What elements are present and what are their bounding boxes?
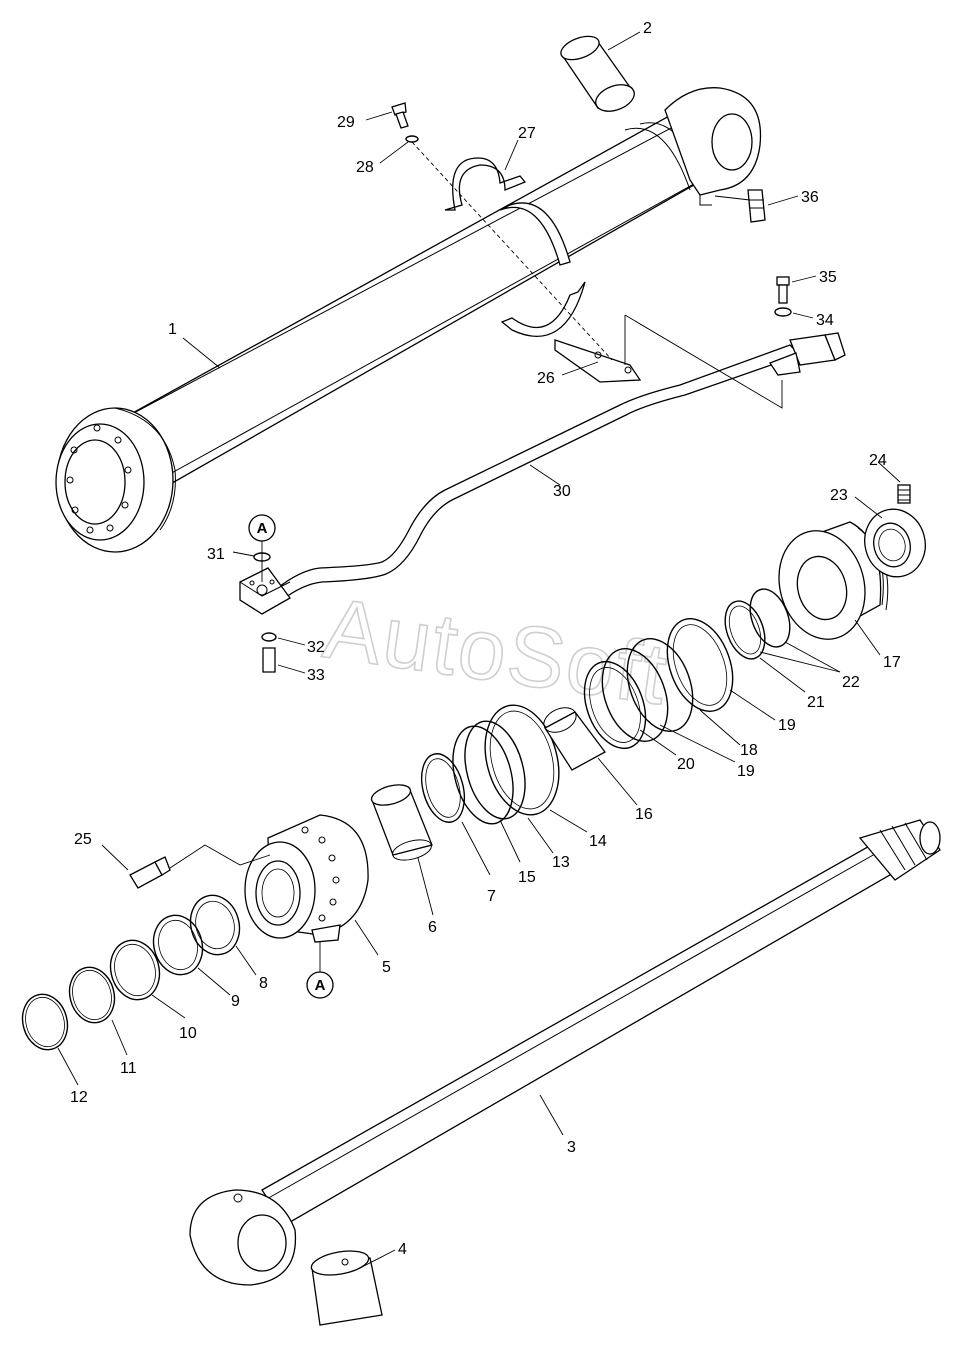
callout-4: 4 <box>398 1241 407 1258</box>
piston-seals <box>583 588 791 750</box>
callout-35: 35 <box>819 269 837 286</box>
callout-17: 17 <box>883 654 901 671</box>
callout-19a: 19 <box>778 717 796 734</box>
callout-33: 33 <box>307 667 325 684</box>
callout-1: 1 <box>168 321 177 338</box>
clamp-strap <box>444 157 527 211</box>
callout-6: 6 <box>428 919 437 936</box>
bolt-25 <box>129 856 171 889</box>
seal-rings-left <box>21 894 241 1051</box>
clamp-bracket <box>500 281 642 383</box>
reference-marker-bottom: A <box>306 971 334 999</box>
bushing-top <box>560 35 635 112</box>
callout-36: 36 <box>801 189 819 206</box>
callout-23: 23 <box>830 487 848 504</box>
hydraulic-pipe <box>274 332 846 601</box>
callout-11: 11 <box>120 1060 137 1077</box>
watermark-text: AutoSoft <box>318 580 674 723</box>
callout-5: 5 <box>382 959 391 976</box>
piston <box>778 521 889 640</box>
callout-30: 30 <box>553 483 571 500</box>
seal-rings-middle <box>420 704 560 825</box>
callout-28: 28 <box>356 159 374 176</box>
callout-34: 34 <box>816 312 834 329</box>
callout-8: 8 <box>259 975 268 992</box>
callout-31: 31 <box>207 546 225 563</box>
callout-24: 24 <box>869 452 887 469</box>
piston-rod <box>189 819 941 1286</box>
bolt-35 <box>776 276 790 304</box>
sleeve-6 <box>370 784 433 861</box>
callout-25: 25 <box>74 831 92 848</box>
callout-32: 32 <box>307 639 325 656</box>
callout-2: 2 <box>643 20 652 37</box>
cylinder-tube <box>55 87 762 553</box>
callout-15: 15 <box>518 869 536 886</box>
svg-text:A: A <box>315 977 326 994</box>
callout-18: 18 <box>740 742 758 759</box>
bushing-bottom <box>310 1250 383 1326</box>
callout-16: 16 <box>635 806 653 823</box>
bolt-29 <box>391 102 409 129</box>
callout-13: 13 <box>552 854 570 871</box>
callout-14: 14 <box>589 833 607 850</box>
grease-fitting <box>747 189 766 223</box>
callout-29: 29 <box>337 114 355 131</box>
callout-22: 22 <box>842 674 860 691</box>
callout-10: 10 <box>179 1025 197 1042</box>
cylinder-head <box>244 814 369 943</box>
callout-19b: 19 <box>737 763 755 780</box>
callout-3: 3 <box>567 1139 576 1156</box>
svg-text:A: A <box>257 520 268 537</box>
callout-labels: 1 2 3 4 5 6 7 8 9 10 11 12 13 14 15 16 1… <box>70 20 901 1258</box>
callout-7: 7 <box>487 888 496 905</box>
piston-nut <box>864 508 926 578</box>
callout-21: 21 <box>807 694 825 711</box>
washer-34 <box>774 307 792 317</box>
callout-20: 20 <box>677 756 695 773</box>
flange-block <box>239 552 291 673</box>
washer-28 <box>405 135 419 143</box>
callout-9: 9 <box>231 993 240 1010</box>
callout-12: 12 <box>70 1089 88 1106</box>
callout-27: 27 <box>518 125 536 142</box>
callout-leaders <box>57 31 901 1269</box>
reference-marker-top: A <box>248 514 276 542</box>
sleeve-16 <box>543 707 606 771</box>
callout-26: 26 <box>537 370 555 387</box>
set-screw <box>897 484 911 504</box>
